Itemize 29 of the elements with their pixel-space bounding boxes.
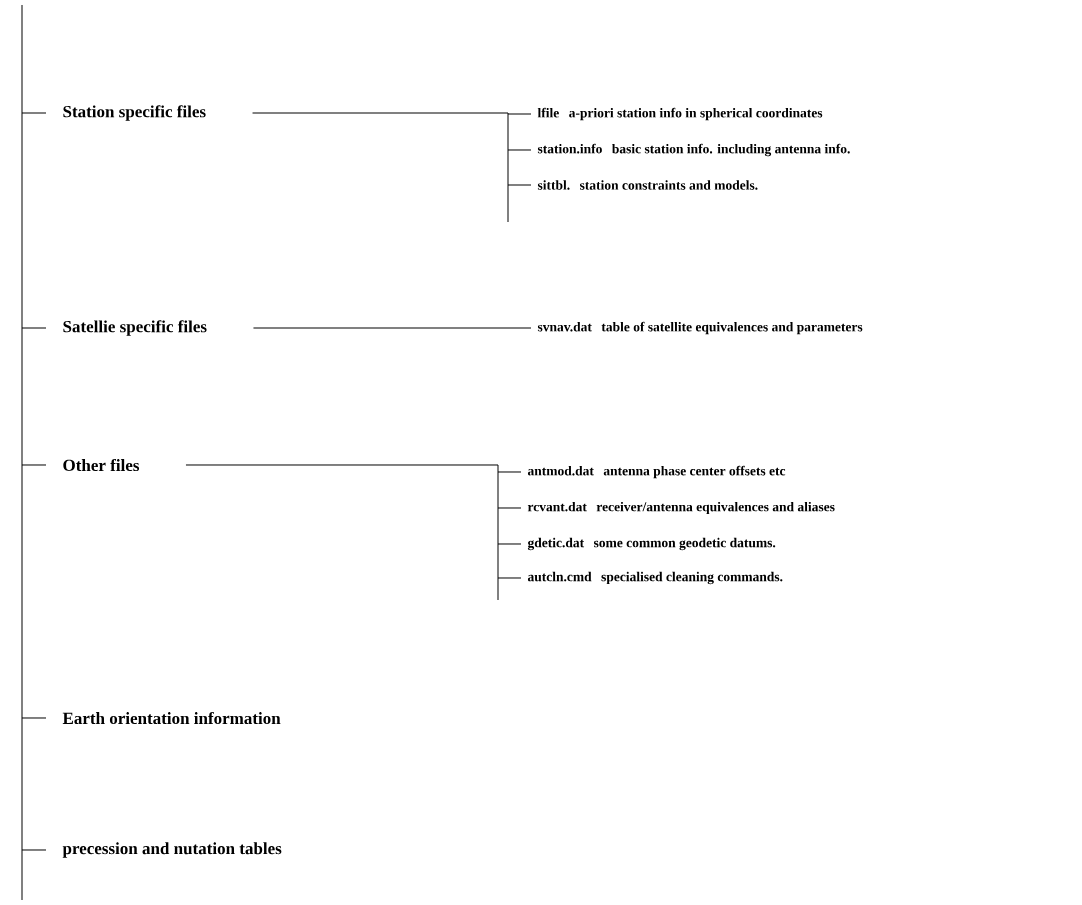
branch-line — [252, 327, 532, 329]
branch-tick — [21, 112, 47, 114]
bracket-line — [252, 112, 509, 223]
branch-tick — [21, 464, 47, 466]
branch-tick — [21, 849, 47, 851]
tree-trunk — [21, 4, 23, 901]
file-entry: station.info basic station info. including antenna info. — [537, 143, 850, 157]
branch-tick — [497, 577, 522, 579]
branch-label: Other files — [63, 458, 140, 472]
file-entry: gdetic.dat some common geodetic datums. — [527, 537, 776, 551]
branch-tick — [507, 184, 532, 186]
branch-tick — [507, 149, 532, 151]
file-entry: svnav.dat table of satellite equivalences and parameters — [537, 321, 863, 335]
branch-tick — [497, 507, 522, 509]
branch-tick — [21, 327, 47, 329]
branch-tick — [497, 543, 522, 545]
file-entry: autcln.cmd specialised cleaning commands. — [527, 571, 783, 585]
branch-tick — [507, 113, 532, 115]
file-entry: rcvant.dat receiver/antenna equivalences and aliases — [527, 501, 835, 515]
branch-label: precession and nutation tables — [62, 842, 282, 858]
branch-label: Satellie specific files — [63, 320, 207, 336]
bracket-line — [185, 464, 499, 601]
file-entry: sittbl. station constraints and models. — [537, 180, 758, 190]
file-entry: antmod.dat antenna phase center offsets etc — [527, 465, 786, 479]
file-entry: lfile a-priori station info in spherical coordinates — [537, 107, 823, 121]
branch-tick — [21, 717, 47, 719]
branch-label: Station specific files — [63, 105, 206, 121]
branch-label: Earth orientation information — [62, 711, 281, 725]
branch-tick — [497, 471, 522, 473]
